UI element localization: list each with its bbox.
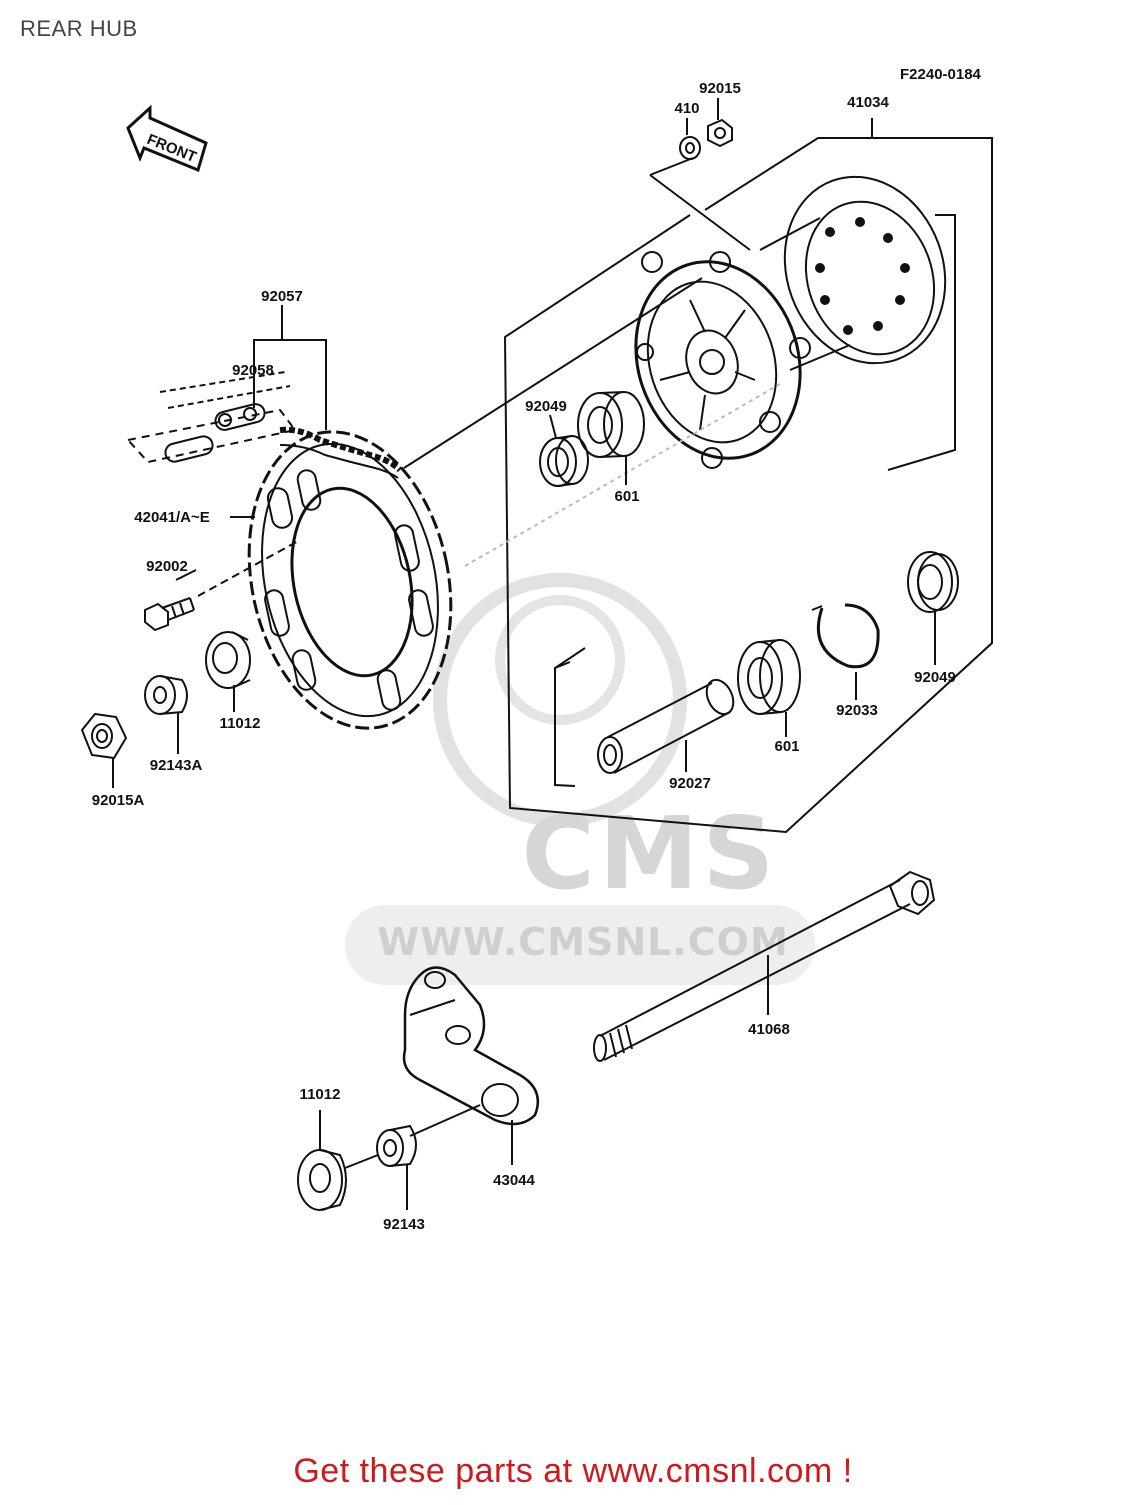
part-label-92015a[interactable]: 92015A: [91, 792, 145, 809]
part-label-601-a[interactable]: 601: [614, 488, 640, 505]
nut-92015a-icon: [80, 712, 128, 760]
washer-410-icon: [679, 136, 701, 160]
seal-92049-right-icon: [907, 551, 959, 613]
part-label-92002[interactable]: 92002: [146, 558, 188, 575]
spacer-11012-icon: [205, 631, 251, 689]
spacer-tube-92027-icon: [597, 678, 735, 774]
page-title: REAR HUB: [20, 16, 138, 41]
part-label-92027[interactable]: 92027: [669, 775, 711, 792]
part-label-92033[interactable]: 92033: [836, 702, 878, 719]
rear-hub-41034-icon: [634, 175, 947, 469]
part-label-41034[interactable]: 41034: [847, 94, 889, 111]
bearing-601-lower-icon: [737, 639, 801, 715]
bearing-601-top-icon: [577, 391, 645, 458]
circlip-92033-icon: [811, 603, 880, 669]
part-label-41068[interactable]: 41068: [748, 1021, 790, 1038]
part-label-92143[interactable]: 92143: [383, 1216, 425, 1233]
part-label-92058[interactable]: 92058: [232, 362, 274, 379]
sprocket-42041-icon: [247, 430, 453, 730]
diagram-code: F2240-0184: [900, 66, 981, 83]
part-label-92143a[interactable]: 92143A: [149, 757, 203, 774]
master-link-92058-icon: [126, 371, 297, 464]
part-label-11012-a[interactable]: 11012: [219, 715, 261, 732]
bolt-92002-icon: [144, 597, 195, 632]
footer-link[interactable]: Get these parts at www.cmsnl.com !: [293, 1452, 853, 1490]
part-label-410[interactable]: 410: [674, 100, 700, 117]
spacer-11012-bottom-icon: [297, 1149, 347, 1211]
front-arrow-icon: FRONT: [126, 104, 208, 173]
nut-92015-icon: [707, 118, 733, 148]
caliper-bracket-43044-icon: [402, 966, 540, 1126]
part-label-92049-a[interactable]: 92049: [525, 398, 567, 415]
part-label-92015[interactable]: 92015: [699, 80, 741, 97]
axle-41068-icon: [593, 870, 936, 1062]
part-label-42041[interactable]: 42041/A~E: [134, 509, 210, 526]
part-label-601-b[interactable]: 601: [774, 738, 800, 755]
part-label-11012-b[interactable]: 11012: [299, 1086, 341, 1103]
watermark-logo: CMS: [521, 795, 779, 912]
part-label-92057[interactable]: 92057: [261, 288, 303, 305]
collar-92143a-icon: [144, 675, 188, 715]
watermark-url: WWW.CMSNL.COM: [377, 920, 789, 964]
seal-92049-top-icon: [539, 435, 589, 487]
part-label-92049-b[interactable]: 92049: [914, 669, 956, 686]
chain-92057-icon: [279, 426, 403, 479]
part-label-43044[interactable]: 43044: [493, 1172, 535, 1189]
collar-92143-icon: [376, 1124, 417, 1167]
